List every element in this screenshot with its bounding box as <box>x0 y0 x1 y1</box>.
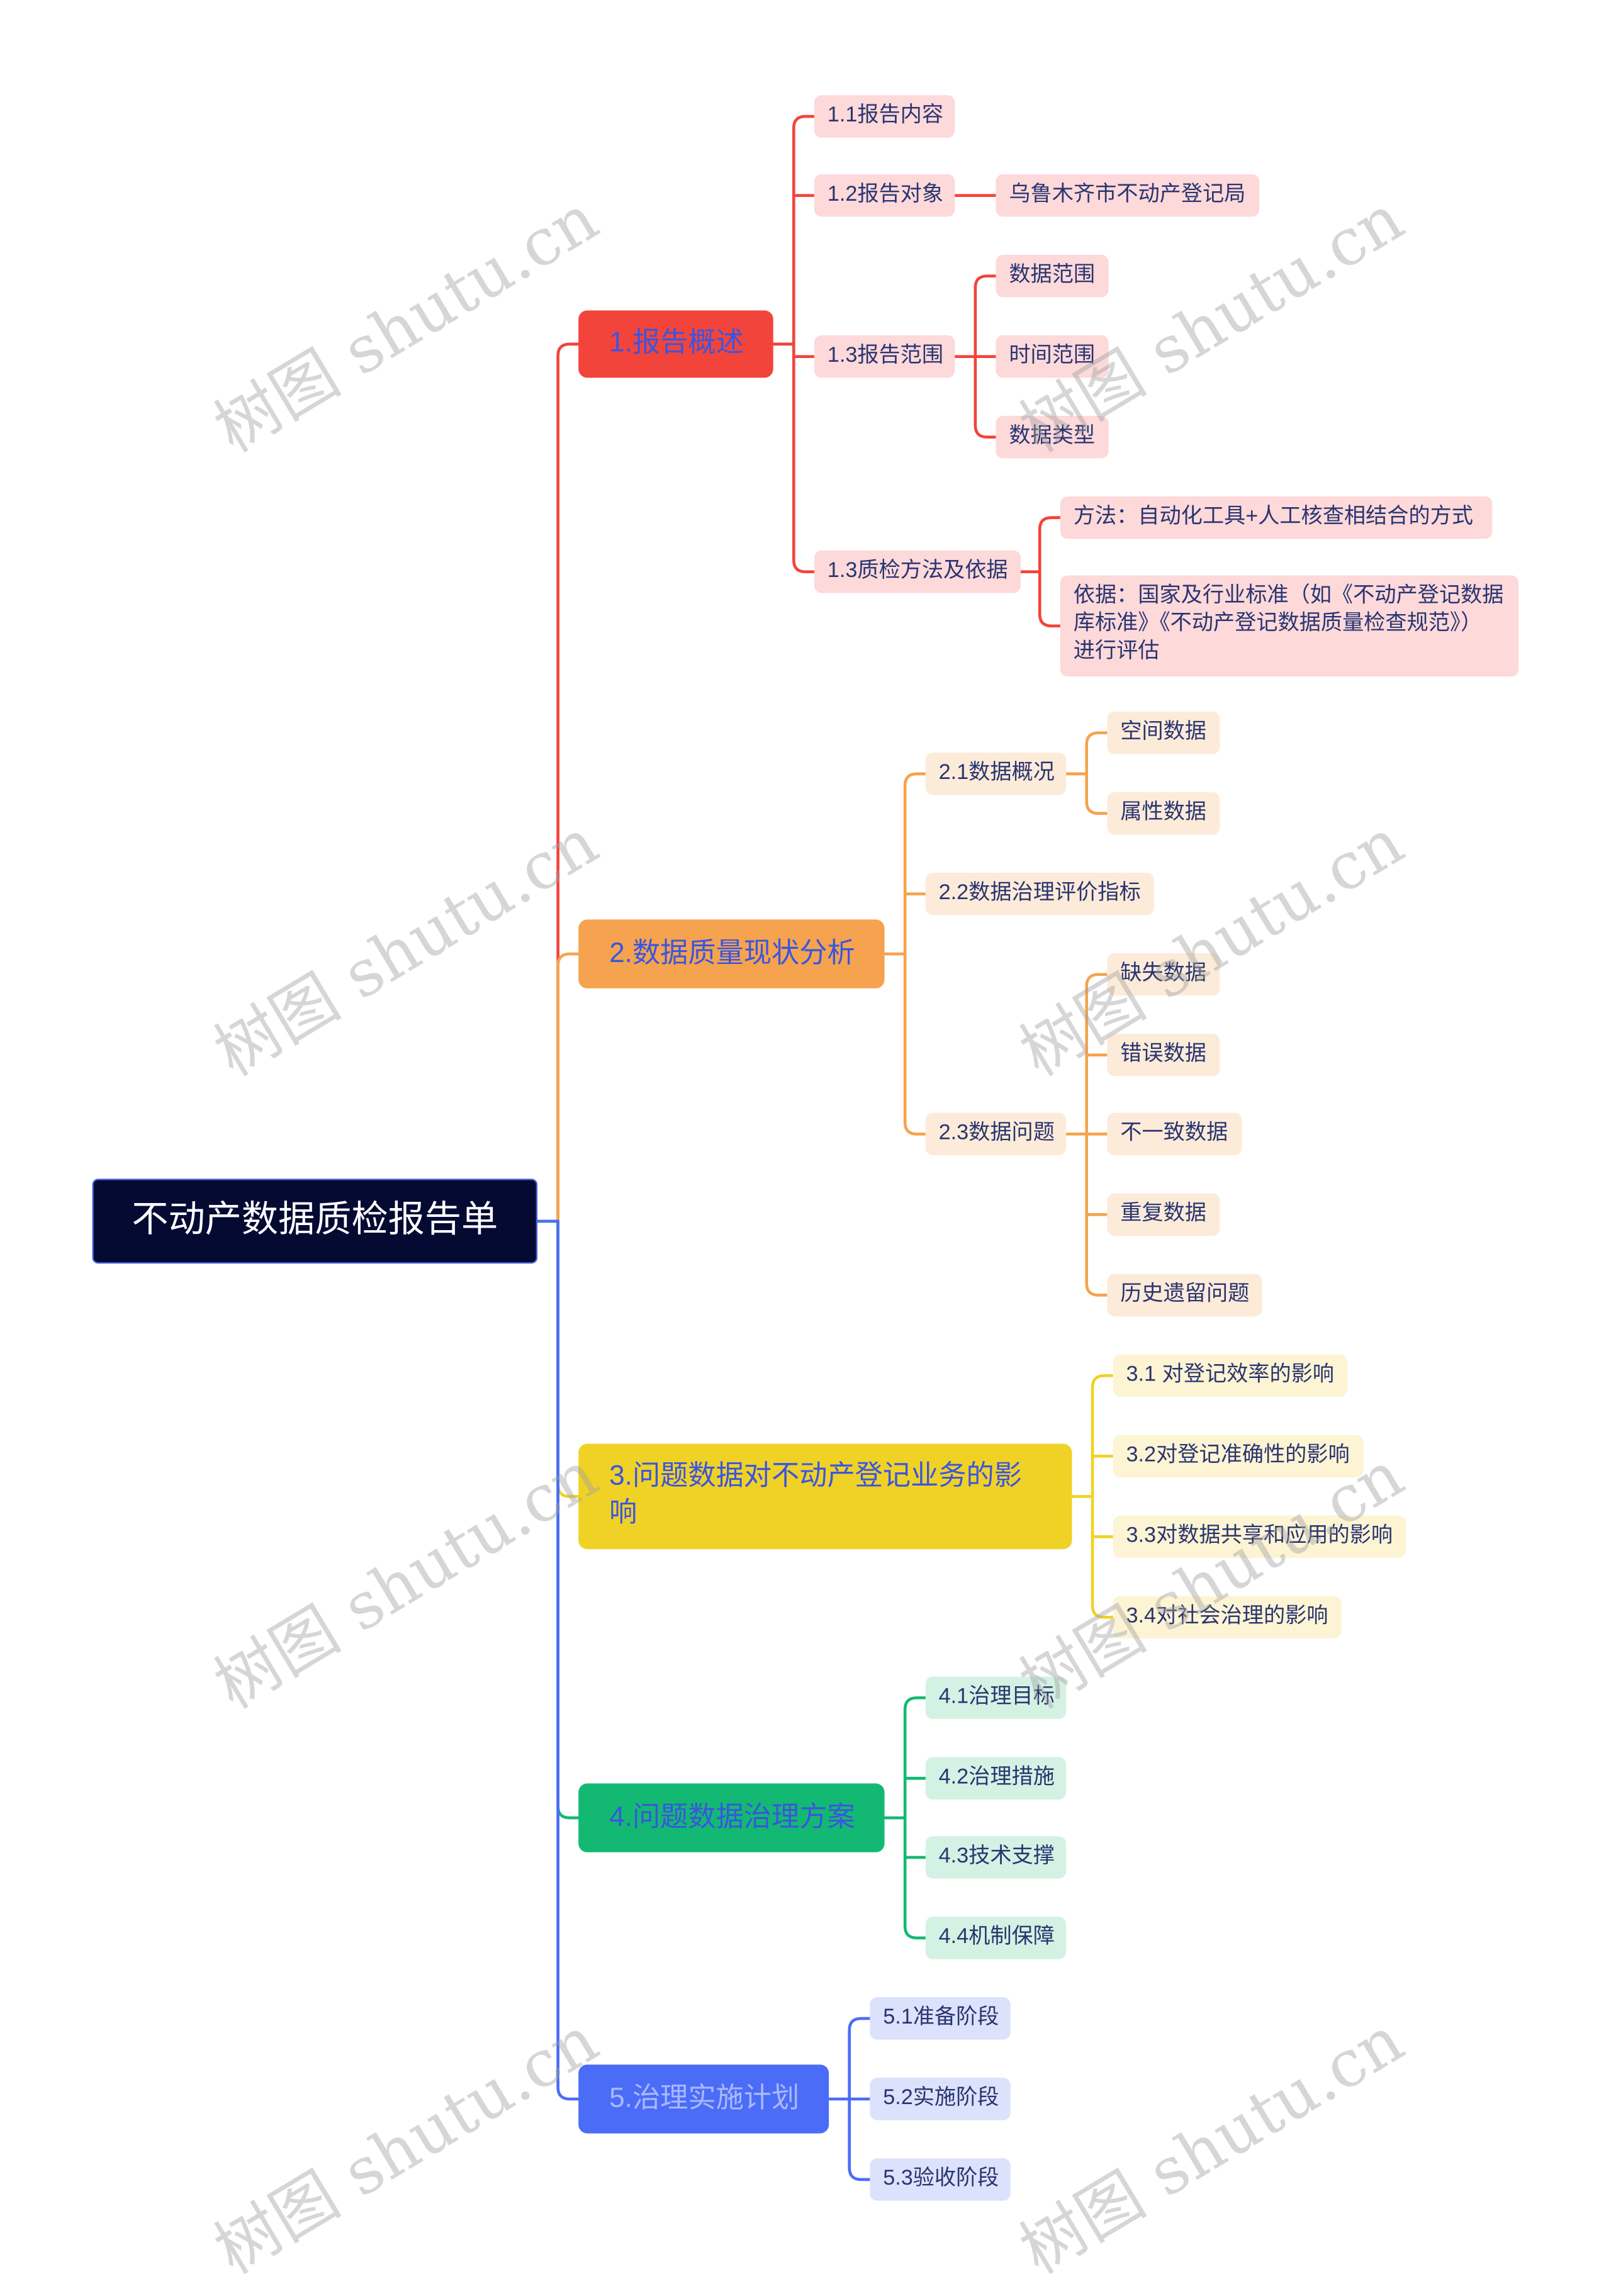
connector-root-to-branch-1 <box>536 342 580 1223</box>
leaf-topic-2-3-3[interactable]: 不一致数据 <box>1107 1112 1242 1156</box>
subtopic-2-3[interactable]: 2.3数据问题 <box>925 1112 1067 1156</box>
subtopic-4-3[interactable]: 4.3技术支撑 <box>925 1836 1067 1879</box>
subtopic-3-4[interactable]: 3.4对社会治理的影响 <box>1113 1596 1342 1639</box>
leaf-topic-2-1-1[interactable]: 空间数据 <box>1107 711 1220 754</box>
leaf-topic-1-3-3[interactable]: 数据类型 <box>996 415 1109 459</box>
topic-text-line: 进行评估 <box>1073 639 1160 664</box>
connector-branch-3-trunk <box>1091 1374 1114 1619</box>
subtopic-5-2[interactable]: 5.2实施阶段 <box>870 2078 1011 2120</box>
leaf-topic-2-3-2[interactable]: 错误数据 <box>1107 1033 1220 1077</box>
main-topic-3[interactable]: 3.问题数据对不动产登记业务的影 响 <box>578 1443 1072 1550</box>
leaf-topic-1-3-1[interactable]: 数据范围 <box>996 254 1109 298</box>
root-topic[interactable]: 不动产数据质检报告单 <box>92 1179 538 1264</box>
subtopic-5-3[interactable]: 5.3验收阶段 <box>870 2158 1011 2201</box>
connector-branch-2-trunk <box>903 772 928 1136</box>
leaf-topic-2-3-1[interactable]: 缺失数据 <box>1107 953 1220 996</box>
subtopic-1-3[interactable]: 1.3报告范围 <box>814 335 955 378</box>
subtopic-4-4[interactable]: 4.4机制保障 <box>925 1917 1067 1959</box>
main-topic-5[interactable]: 5.治理实施计划 <box>578 2064 829 2134</box>
connectors-branch-5 <box>536 1219 872 2181</box>
leaf-topic-1-2-1[interactable]: 乌鲁木齐市不动产登记局 <box>996 174 1260 217</box>
topic-text-line: 3.问题数据对不动产登记业务的影 <box>609 1461 1022 1492</box>
connectors-branch-2 <box>536 731 1109 1297</box>
subtopic-2-1[interactable]: 2.1数据概况 <box>925 753 1067 795</box>
subtopic-4-1[interactable]: 4.1治理目标 <box>925 1676 1067 1720</box>
leaf-topic-2-1-2[interactable]: 属性数据 <box>1107 792 1220 835</box>
topic-text-line: 响 <box>609 1498 637 1529</box>
subtopic-2-2[interactable]: 2.2数据治理评价指标 <box>925 872 1154 916</box>
connector-subtopic-2-1-trunk <box>1085 731 1109 815</box>
subtopic-1-4[interactable]: 1.3质检方法及依据 <box>814 550 1021 593</box>
connector-branch-4-trunk <box>903 1696 928 1940</box>
connectors-branch-3 <box>536 1219 1114 1619</box>
main-topic-4[interactable]: 4.问题数据治理方案 <box>578 1783 885 1852</box>
topic-text-line: 库标准》《不动产登记数据质量检查规范》） <box>1073 612 1483 636</box>
leaf-topic-1-3-2[interactable]: 时间范围 <box>996 335 1109 378</box>
subtopic-1-2[interactable]: 1.2报告对象 <box>814 174 955 217</box>
leaf-topic-1-4-1[interactable]: 方法：自动化工具+人工核查相结合的方式 <box>1060 496 1493 539</box>
subtopic-3-3[interactable]: 3.3对数据共享和应用的影响 <box>1113 1515 1406 1559</box>
subtopic-3-2[interactable]: 3.2对登记准确性的影响 <box>1113 1435 1364 1478</box>
connector-subtopic-1-4-trunk <box>1038 516 1062 628</box>
topic-text-line: 依据：国家及行业标准（如《不动产登记数据 <box>1073 584 1504 608</box>
subtopic-1-1[interactable]: 1.1报告内容 <box>814 95 955 138</box>
subtopic-5-1[interactable]: 5.1准备阶段 <box>870 1997 1011 2040</box>
leaf-topic-2-3-4[interactable]: 重复数据 <box>1107 1193 1220 1236</box>
leaf-topic-1-4-2[interactable]: 依据：国家及行业标准（如《不动产登记数据 库标准》《不动产登记数据质量检查规范》… <box>1060 575 1519 677</box>
main-topic-1[interactable]: 1.报告概述 <box>578 310 773 378</box>
connectors-branch-1 <box>536 115 1062 1223</box>
main-topic-2[interactable]: 2.数据质量现状分析 <box>578 919 885 988</box>
connector-root-to-branch-5 <box>536 1219 580 2101</box>
connector-root-to-branch-2 <box>536 952 580 1223</box>
subtopic-3-1[interactable]: 3.1 对登记效率的影响 <box>1113 1354 1347 1397</box>
connector-branch-1-trunk <box>792 115 816 574</box>
leaf-topic-2-3-5[interactable]: 历史遗留问题 <box>1107 1274 1262 1317</box>
subtopic-4-2[interactable]: 4.2治理措施 <box>925 1757 1067 1800</box>
